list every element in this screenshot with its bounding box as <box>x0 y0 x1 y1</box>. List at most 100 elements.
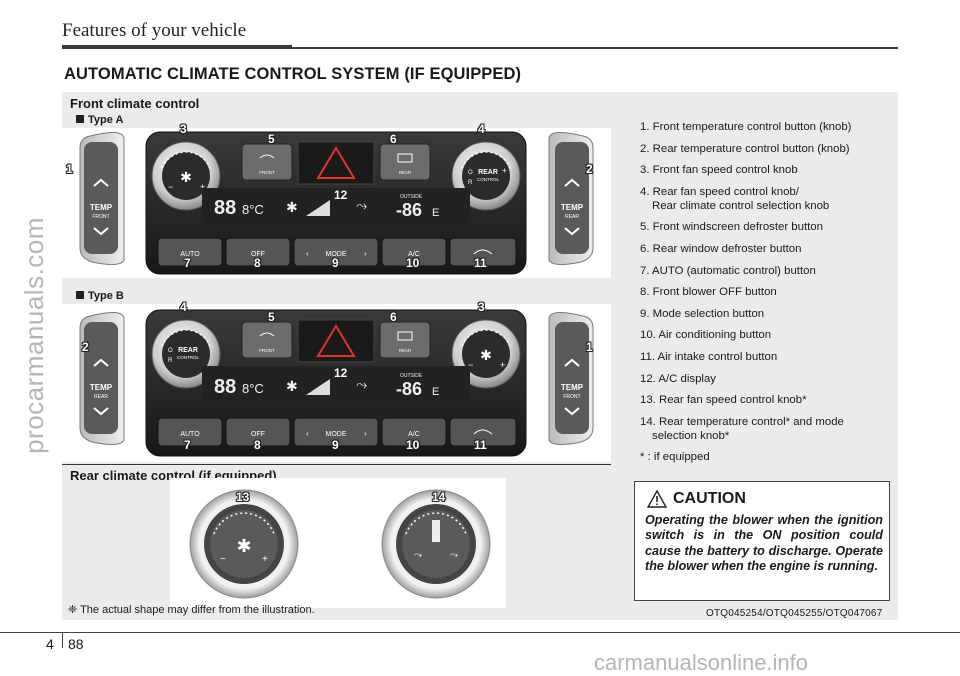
callout-4: 4 <box>180 300 187 314</box>
svg-text:-86: -86 <box>396 379 422 399</box>
svg-text:TEMP: TEMP <box>90 383 113 392</box>
callout-12: 12 <box>334 188 348 202</box>
bottom-buttons: AUTO OFF MODE ‹› A/C <box>157 417 517 447</box>
svg-text:88: 88 <box>214 197 236 219</box>
caution-box: CAUTION Operating the blower when the ig… <box>634 481 890 601</box>
list-item: 12. A/C display <box>640 372 716 385</box>
svg-text:REAR: REAR <box>478 169 498 176</box>
svg-text:⤳: ⤳ <box>450 550 458 561</box>
svg-text:MODE: MODE <box>326 431 347 438</box>
callout-5: 5 <box>268 132 275 146</box>
list-item: 6. Rear window defroster button <box>640 242 802 255</box>
svg-text:FRONT: FRONT <box>563 394 580 400</box>
list-item: 13. Rear fan speed control knob* <box>640 394 807 407</box>
list-item: 7. AUTO (automatic control) button <box>640 264 816 277</box>
list-item: 5. Front windscreen defroster button <box>640 221 823 234</box>
svg-text:R: R <box>468 180 473 186</box>
section-title: AUTOMATIC CLIMATE CONTROL SYSTEM (IF EQU… <box>64 65 522 83</box>
svg-text:88: 88 <box>214 376 236 398</box>
svg-text:E: E <box>432 386 439 398</box>
rear-divider <box>62 464 611 465</box>
hazard-icon <box>316 324 356 357</box>
callout-12: 12 <box>334 366 348 380</box>
svg-text:REAR: REAR <box>399 170 412 175</box>
svg-text:AUTO: AUTO <box>180 431 200 438</box>
svg-text:OUTSIDE: OUTSIDE <box>400 373 423 379</box>
svg-text:‹: ‹ <box>306 249 309 258</box>
svg-text:+: + <box>200 182 205 192</box>
list-item: 4. Rear fan speed control knob/Rear clim… <box>640 185 830 212</box>
svg-text:REAR: REAR <box>94 394 108 400</box>
header-rule-thick <box>62 45 292 49</box>
svg-text:8°C: 8°C <box>242 381 264 396</box>
svg-text:O: O <box>468 170 473 176</box>
type-a-label: Type A <box>76 114 123 126</box>
type-a-panel-svg: TEMP FRONT TEMP REAR ✱ − + REAR <box>79 131 594 275</box>
footer-divider <box>62 632 63 648</box>
type-b-label: Type B <box>76 290 124 302</box>
chapter-number: 4 <box>46 636 54 652</box>
caution-text: Operating the blower when the ignition s… <box>645 513 883 574</box>
svg-text:E: E <box>432 207 439 219</box>
figure-box: Front climate control Type A TEMP FRONT <box>62 92 898 620</box>
legend-list: 1. Front temperature control button (kno… <box>640 120 890 472</box>
hazard-icon <box>316 146 356 179</box>
svg-text:+: + <box>262 554 268 565</box>
list-item: 1. Front temperature control button (kno… <box>640 121 852 133</box>
svg-text:−: − <box>168 182 173 192</box>
footer-rule <box>0 632 960 633</box>
svg-text:⤳: ⤳ <box>356 197 367 213</box>
callout-2: 2 <box>586 162 593 176</box>
callout-8: 8 <box>254 438 261 452</box>
callout-3: 3 <box>478 300 485 314</box>
svg-text:✱: ✱ <box>286 378 298 394</box>
callout-1: 1 <box>66 162 73 176</box>
svg-text:R: R <box>168 358 173 364</box>
svg-text:OFF: OFF <box>251 251 265 258</box>
svg-text:AUTO: AUTO <box>180 251 200 258</box>
list-item: 10. Air conditioning button <box>640 329 772 342</box>
svg-text:›: › <box>364 249 367 258</box>
callout-2: 2 <box>82 340 89 354</box>
svg-text:CONTROL: CONTROL <box>177 355 199 360</box>
type-a-illustration: TEMP FRONT TEMP REAR ✱ − + REAR <box>62 122 611 278</box>
type-b-panel-svg: TEMP REAR TEMP FRONT REAR CONTROL O R ✱ <box>79 309 594 457</box>
left-temp-button: TEMP FRONT <box>79 132 125 266</box>
svg-text:+: + <box>502 166 507 175</box>
svg-text:✱: ✱ <box>286 199 298 215</box>
callout-10: 10 <box>406 256 420 270</box>
svg-text:OFF: OFF <box>251 431 265 438</box>
caution-title: CAUTION <box>673 490 746 507</box>
callout-4: 4 <box>478 122 485 136</box>
svg-text:✱: ✱ <box>480 347 492 363</box>
svg-text:›: › <box>364 429 367 438</box>
temp-label: TEMP <box>561 203 584 212</box>
illustration-note: ❈ The actual shape may differ from the i… <box>68 604 315 616</box>
callout-7: 7 <box>184 438 191 452</box>
callout-1: 1 <box>586 340 593 354</box>
callout-3: 3 <box>180 122 187 136</box>
svg-text:✱: ✱ <box>180 169 192 185</box>
watermark-bottom: carmanualsonline.info <box>594 650 809 675</box>
callout-11: 11 <box>474 438 487 452</box>
callout-14: 14 <box>432 490 446 504</box>
front-heading: Front climate control <box>70 96 200 111</box>
watermark-side: procarmanuals.com <box>18 217 49 454</box>
rear-illustration: ✱ −+ ⤳ ⤳ 13 14 <box>170 478 506 608</box>
svg-text:−: − <box>220 554 226 565</box>
svg-text:A/C: A/C <box>408 431 420 438</box>
svg-text:⤳: ⤳ <box>414 550 422 561</box>
rear-label: REAR <box>565 214 579 220</box>
svg-text:✱: ✱ <box>236 536 251 556</box>
callout-9: 9 <box>332 438 339 452</box>
list-item: * : if equipped <box>640 451 710 464</box>
svg-text:FRONT: FRONT <box>259 348 275 353</box>
front-defrost-button <box>241 143 293 181</box>
list-item: 8. Front blower OFF button <box>640 286 777 299</box>
warning-icon <box>647 490 667 508</box>
list-item: 3. Front fan speed control knob <box>640 164 798 177</box>
callout-11: 11 <box>474 256 487 270</box>
svg-text:⤳: ⤳ <box>356 376 367 392</box>
front-label: FRONT <box>92 214 109 220</box>
